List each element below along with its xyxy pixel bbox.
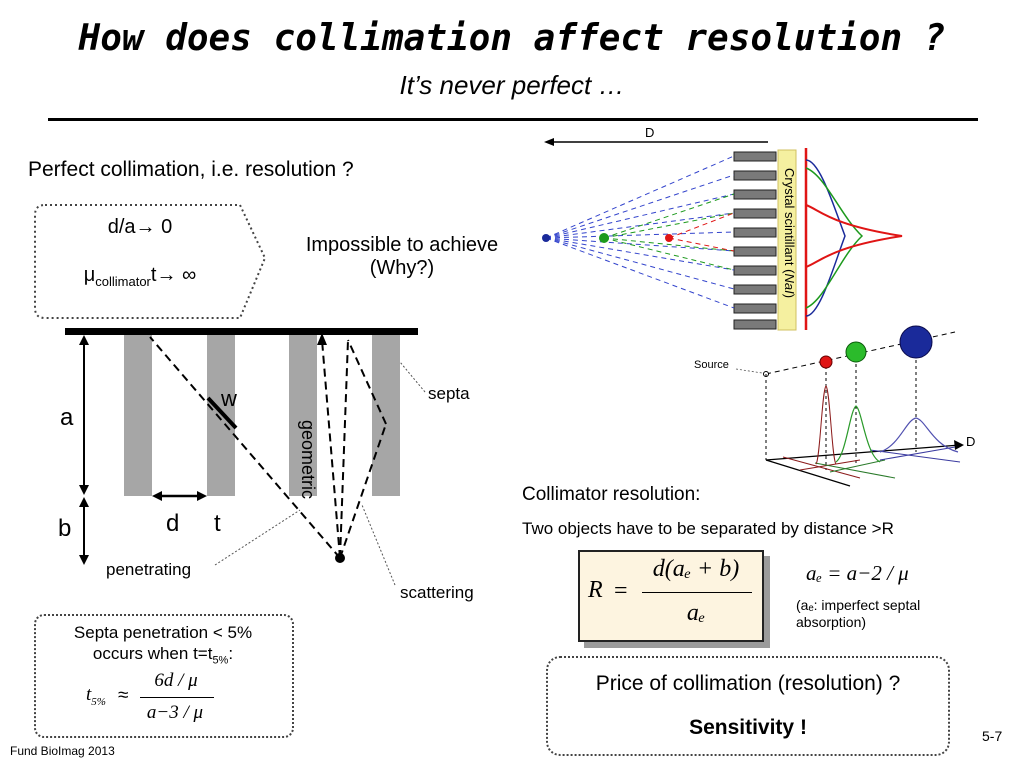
page-number: 5-7 (982, 728, 1003, 744)
perfect-collimation-heading: Perfect collimation, i.e. resolution ? (28, 158, 354, 181)
penetration-path-w (206, 396, 238, 430)
source-blue (542, 234, 550, 242)
t-to-infinity: t→ ∞ (150, 264, 197, 286)
sphere-green (845, 341, 867, 363)
crystal-label-post: ) (782, 293, 797, 299)
slide-title: How does collimation affect resolution ? (78, 18, 946, 59)
price-box (546, 656, 950, 756)
penetration-formula-lhs: t5% (86, 684, 106, 708)
separation-note: Two objects have to be separated by dist… (522, 519, 894, 538)
source-green (599, 233, 609, 243)
septum-3 (289, 335, 317, 496)
ae-note: (aₑ: imperfect septal absorption) (796, 597, 920, 631)
label-d: d (166, 510, 180, 537)
label-source: Source (694, 359, 729, 371)
crystal-scintillator (777, 149, 797, 331)
collimator-subscript: collimator (95, 274, 151, 289)
impossible-text: Impossible to achieve (Why?) (282, 234, 522, 280)
t-symbol: t (86, 684, 92, 705)
collimator-resolution-heading: Collimator resolution: (522, 484, 701, 505)
source-point (335, 553, 345, 563)
crystal-label: Crystal scintillant (NaI) (782, 168, 797, 298)
condition-mu-t: μcollimatort→ ∞ (40, 264, 240, 289)
mu-symbol: μ (83, 264, 96, 286)
impossible-line2: (Why?) (369, 257, 435, 279)
penetration-formula-denominator: a−3 / μ (146, 702, 204, 723)
label-w: w (221, 386, 237, 411)
ae-note-line1: (aₑ: imperfect septal (796, 597, 921, 613)
eq-fraction-bar (642, 592, 752, 593)
septa-penetration-text: Septa penetration < 5% occurs when t=t5%… (34, 622, 292, 671)
penetration-line2-sub: 5% (212, 654, 229, 667)
label-a: a (60, 404, 74, 431)
septa-penetration-box (34, 614, 294, 738)
eq-numerator: d(aₑ + b) (652, 556, 740, 582)
label-D-bottom: D (966, 434, 976, 449)
condition-d-over-a: d/a→ 0 (107, 216, 173, 238)
penetration-line1: Septa penetration < 5% (73, 623, 253, 642)
penetration-line2-colon: : (228, 644, 234, 663)
sphere-blue (899, 325, 933, 359)
resolution-equation-box (578, 550, 764, 642)
label-septa: septa (428, 384, 470, 403)
eq-equals: = (614, 578, 628, 604)
approx-symbol: ≈ (118, 685, 129, 706)
septum-2 (207, 335, 235, 496)
slide-subtitle: It’s never perfect … (399, 70, 625, 100)
t-subscript: 5% (91, 695, 106, 708)
label-t: t (214, 510, 221, 537)
fraction-bar (140, 697, 214, 698)
sphere-red (819, 355, 833, 369)
crystal-label-pre: Crystal scintillant ( (782, 168, 797, 274)
detector-bar (65, 328, 418, 335)
title-divider (48, 118, 978, 121)
impossible-line1: Impossible to achieve (305, 234, 499, 256)
label-D-top: D (645, 125, 655, 140)
penetration-line2-text: occurs when t=t (92, 644, 213, 663)
price-line2: Sensitivity ! (689, 716, 807, 739)
eq-R: R (588, 577, 603, 603)
ae-formula: aₑ = a−2 / μ (806, 561, 909, 585)
label-penetrating: penetrating (106, 560, 192, 579)
footer: Fund BioImag 2013 (10, 744, 115, 758)
label-b: b (58, 515, 72, 542)
penetration-formula-numerator: 6d / μ (154, 670, 198, 691)
price-line1: Price of collimation (resolution) ? (595, 672, 901, 695)
label-scattering: scattering (400, 583, 474, 602)
septum-1 (124, 335, 152, 496)
penetrating-ray (149, 336, 341, 559)
septum-4 (372, 335, 400, 496)
eq-denominator: aₑ (686, 600, 706, 626)
penetration-line2: occurs when t=t5%: (34, 643, 292, 671)
crystal-label-nai: NaI (782, 273, 797, 294)
ae-note-line2: absorption) (796, 614, 867, 630)
source-red (665, 234, 673, 242)
